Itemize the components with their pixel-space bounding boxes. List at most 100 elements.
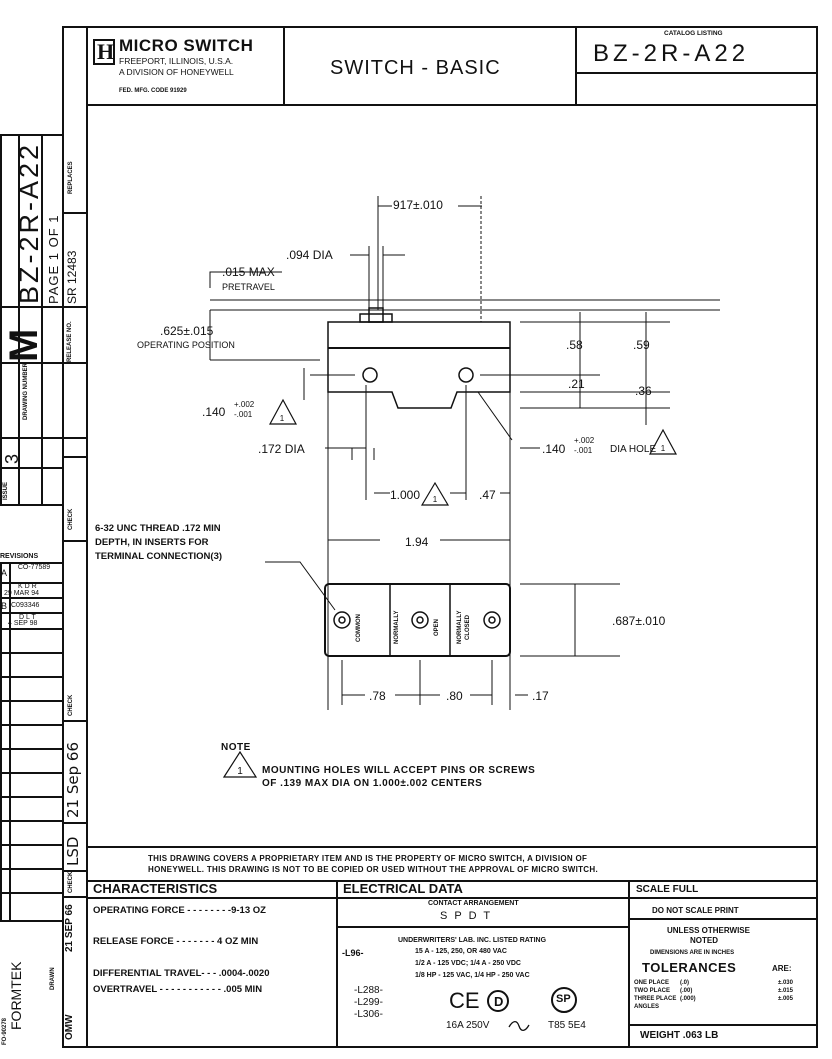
strip-line-1 — [62, 212, 86, 214]
side-drawn-initials: OMW — [64, 1014, 75, 1040]
dim-36: .36 — [635, 384, 652, 398]
v3: ±.005 — [778, 996, 793, 1002]
catalog-number: BZ-2R-A22 — [593, 40, 750, 67]
strip-line-3 — [0, 362, 86, 364]
side-check3-label: CHECK — [68, 871, 74, 893]
left-strip-col — [18, 134, 20, 506]
rev-row-15 — [0, 892, 64, 894]
dim-140-left-plus: +.002 — [234, 400, 255, 409]
mounting-hole-left — [362, 367, 378, 383]
footer-div-2 — [628, 880, 630, 1048]
unless-1: UNLESS OTHERWISE — [667, 926, 750, 935]
d-mark: D — [494, 994, 504, 1009]
contact-label: CONTACT ARRANGEMENT — [428, 900, 519, 907]
plunger-collar — [359, 313, 393, 323]
ac-wave-icon — [508, 1020, 530, 1032]
diff-travel: DIFFERENTIAL TRAVEL- - - .0004-.0020 — [93, 968, 270, 979]
thread-note-3: TERMINAL CONNECTION(3) — [95, 551, 223, 562]
dim-140-right-minus: -.001 — [574, 446, 593, 455]
dim-172: .172 DIA — [258, 442, 305, 456]
dim-140-left: .140 — [202, 405, 226, 419]
rev-row-8 — [0, 724, 64, 726]
rev-row-4 — [0, 628, 64, 630]
d-mark-circle: D — [487, 990, 509, 1012]
side-replaces-label: REPLACES — [68, 161, 74, 194]
strip-line-7 — [62, 540, 86, 542]
terminal-screw-nc — [483, 611, 501, 629]
dim-140-left-minus: -.001 — [234, 410, 253, 419]
terminal-block — [324, 583, 511, 657]
catalog-label: CATALOG LISTING — [664, 30, 723, 37]
rev-a-letter: A — [1, 568, 8, 578]
angles: ANGLES — [634, 1004, 660, 1010]
scale: SCALE FULL — [636, 884, 699, 895]
dim-015b: PRETRAVEL — [222, 282, 275, 292]
header-divider-1 — [283, 26, 285, 106]
dim-015a: .015 MAX — [222, 265, 275, 279]
v2: ±.015 — [778, 988, 793, 994]
switch-drawing: 1 1 1 1 — [209, 196, 720, 778]
triangle-mark-1: 1 — [280, 414, 285, 423]
strip-line-2 — [0, 306, 86, 308]
term-nc-1: NORMALLY — [457, 610, 463, 644]
footer-top-line — [86, 880, 818, 882]
footer-div-1 — [336, 880, 338, 1048]
rev-row-3 — [0, 612, 64, 614]
rev-a-by: K D R — [18, 583, 37, 590]
dims-in: DIMENSIONS ARE IN INCHES — [650, 950, 735, 956]
logo-letter: H — [97, 39, 115, 64]
rel-force: RELEASE FORCE - - - - - - - 4 OZ MIN — [93, 936, 259, 947]
side-page: PAGE 1 OF 1 — [46, 214, 61, 304]
dns-line — [628, 918, 818, 920]
strip-line-6 — [0, 467, 64, 469]
triangle-mark-4: 1 — [237, 766, 243, 777]
strip-line-10 — [62, 870, 86, 872]
tol-are: ARE: — [772, 964, 792, 973]
l96: -L96- — [342, 948, 364, 958]
rating-2: 1/2 A - 125 VDC; 1/4 A - 250 VDC — [415, 960, 521, 967]
side-check2-label: CHECK — [68, 694, 74, 716]
ce-mark: CE — [449, 988, 480, 1013]
side-initials-handwritten: LSD — [64, 836, 82, 866]
term-no-1: NORMALLY — [394, 610, 400, 644]
side-catalog-number: BZ-2R-A22 — [14, 141, 44, 304]
honeywell-logo-box: H — [93, 39, 115, 65]
revisions-label: REVISIONS — [0, 553, 39, 560]
two-place: TWO PLACE — [634, 988, 670, 994]
dim-1000: 1.000 — [390, 488, 421, 502]
dim-17: .17 — [532, 689, 549, 703]
strip-line-11 — [62, 896, 86, 898]
side-check-label: CHECK — [68, 508, 74, 530]
proprietary-1: THIS DRAWING COVERS A PROPRIETARY ITEM A… — [148, 854, 588, 863]
switch-body-outline — [327, 321, 511, 409]
side-drawn-label: DRAWN — [50, 967, 56, 990]
dim-59: .59 — [633, 338, 650, 352]
dim-78: .78 — [369, 689, 386, 703]
v1: ±.030 — [778, 980, 793, 986]
strip-line-4 — [0, 437, 86, 439]
company-address: FREEPORT, ILLINOIS, U.S.A. — [119, 56, 234, 66]
side-drawn-date: 21 SEP 66 — [64, 904, 75, 952]
l288: -L288- — [354, 985, 383, 996]
rev-b-letter: B — [1, 601, 8, 611]
rating-1: 15 A - 125, 250, OR 480 VAC — [415, 948, 507, 955]
fed-code: FED. MFG. CODE 91929 — [119, 88, 187, 94]
triangle-mark-2: 1 — [661, 444, 666, 453]
company-division: A DIVISION OF HONEYWELL — [119, 67, 234, 77]
elec-title: ELECTRICAL DATA — [343, 881, 463, 896]
dim-80: .80 — [446, 689, 463, 703]
note-line-2: OF .139 MAX DIA ON 1.000±.002 CENTERS — [262, 778, 483, 789]
rev-row-9 — [0, 748, 64, 750]
tol-title: TOLERANCES — [642, 960, 737, 975]
weight: WEIGHT .063 LB — [640, 1030, 719, 1041]
rating-line: 16A 250V — [446, 1020, 490, 1031]
dim-140-right: .140 — [542, 442, 566, 456]
p2: (.00) — [680, 988, 693, 994]
sp-mark-circle: SP — [551, 987, 577, 1013]
p3: (.000) — [680, 996, 696, 1002]
dia-hole: DIA HOLE — [610, 444, 657, 455]
op-force: OPERATING FORCE - - - - - - - -9-13 OZ — [93, 905, 266, 916]
mounting-hole-right — [458, 367, 474, 383]
rev-row-14 — [0, 868, 64, 870]
dim-625a: .625±.015 — [160, 324, 214, 338]
